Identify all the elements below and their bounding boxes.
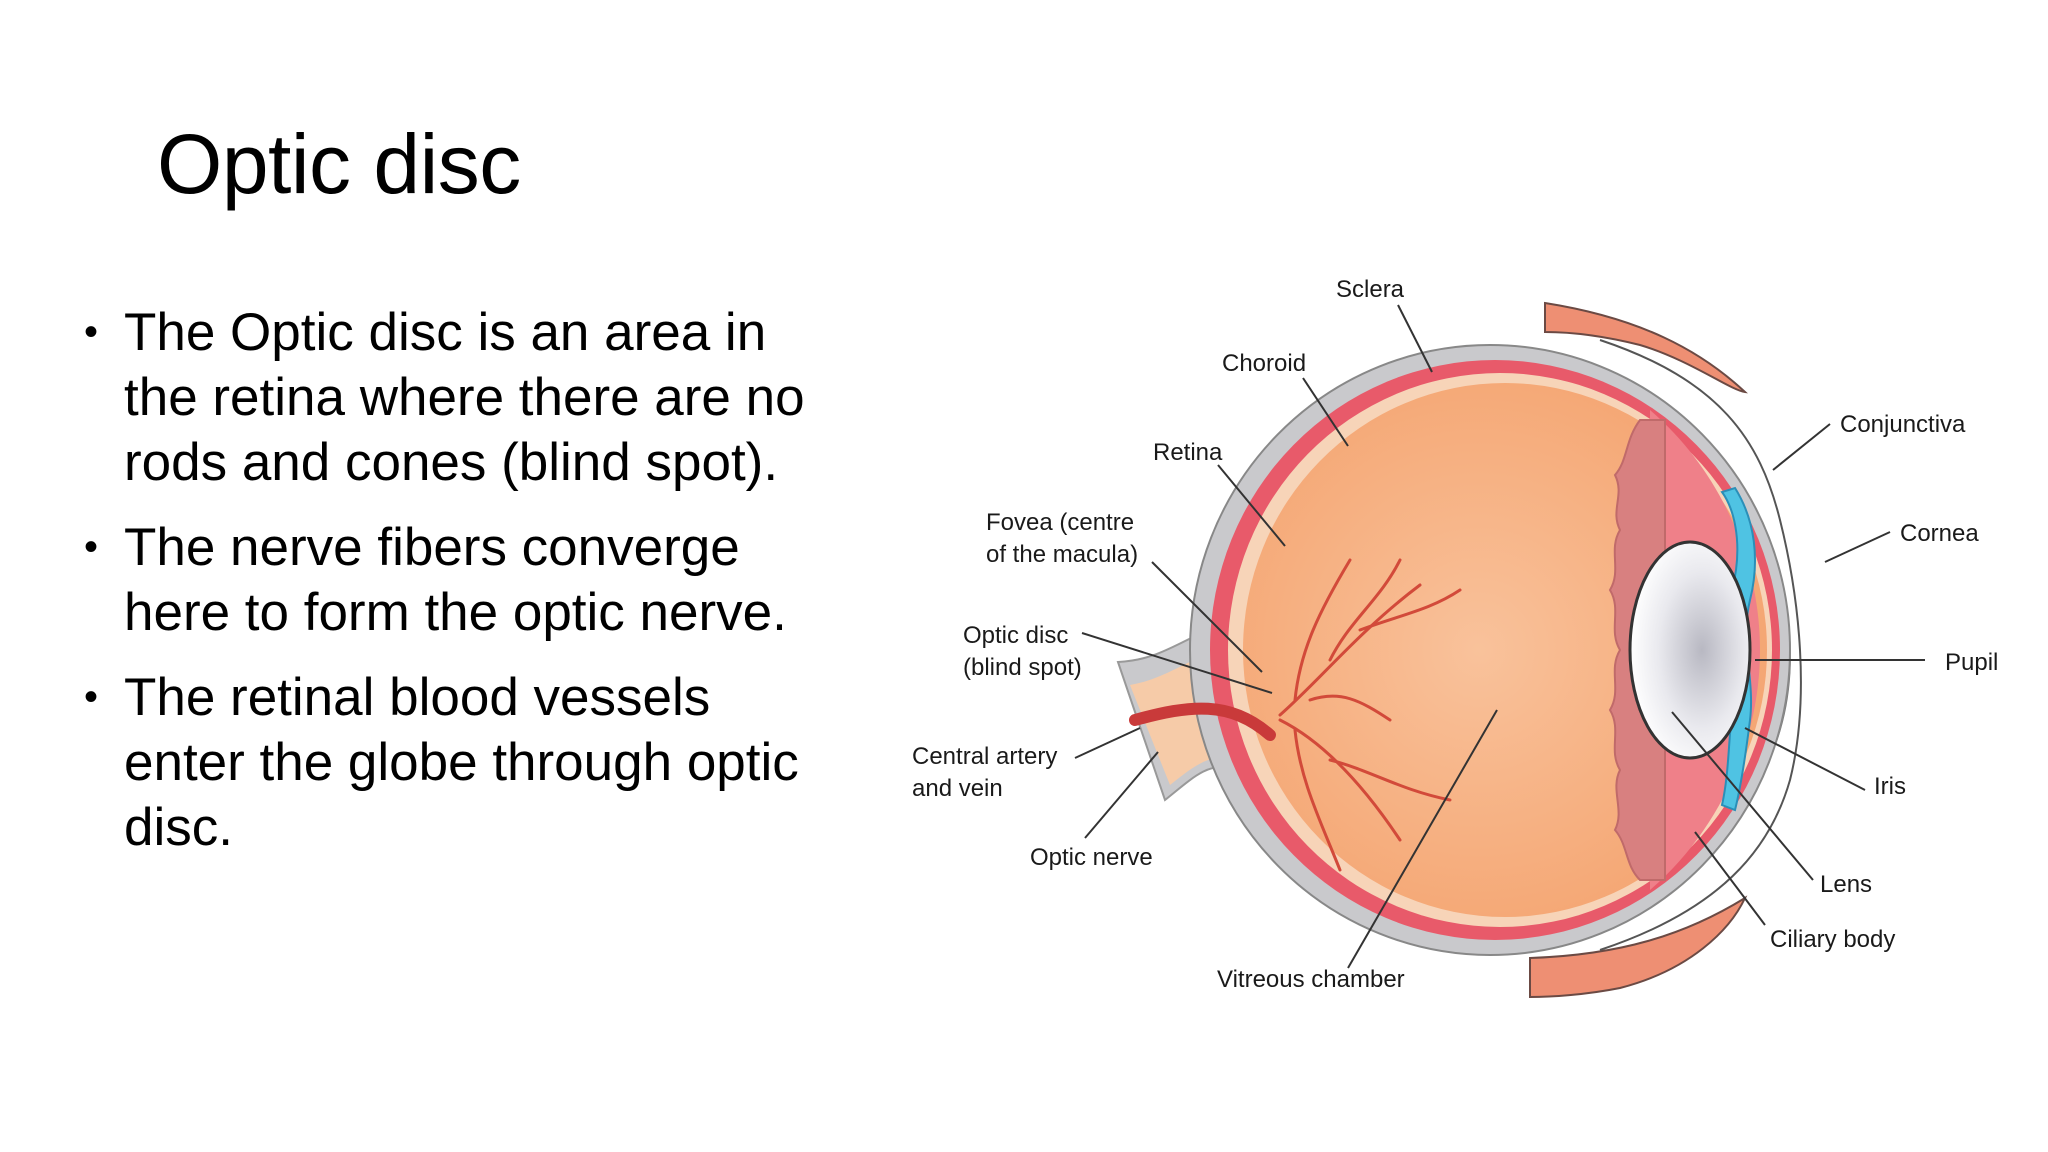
label-optic-disc-2: (blind spot): [963, 654, 1082, 681]
bullet-text: The Optic disc is an area in the retina …: [124, 303, 805, 492]
page-title: Optic disc: [157, 117, 521, 211]
upper-eyelid: [1544, 301, 1748, 394]
label-vitreous: Vitreous chamber: [1217, 966, 1405, 993]
label-central-artery-1: Central artery: [912, 743, 1057, 770]
bullet-icon: •: [84, 310, 99, 354]
label-retina: Retina: [1153, 439, 1223, 466]
bullet-list: • The Optic disc is an area in the retin…: [80, 300, 820, 880]
label-optic-nerve: Optic nerve: [1030, 844, 1153, 871]
conjunctiva: [1599, 339, 1802, 951]
label-ciliary: Ciliary body: [1770, 926, 1895, 953]
label-central-artery-2: and vein: [912, 775, 1003, 802]
lower-eyelid: [1529, 895, 1748, 999]
bullet-item: • The Optic disc is an area in the retin…: [80, 300, 820, 495]
lens: [1628, 540, 1752, 760]
label-fovea-1: Fovea (centre: [986, 509, 1134, 536]
label-conjunctiva: Conjunctiva: [1840, 411, 1966, 438]
label-cornea: Cornea: [1900, 520, 1979, 547]
bullet-text: The nerve fibers converge here to form t…: [124, 518, 787, 642]
bullet-icon: •: [84, 675, 99, 719]
label-iris: Iris: [1874, 773, 1906, 800]
label-optic-disc-1: Optic disc: [963, 622, 1068, 649]
label-sclera: Sclera: [1336, 276, 1405, 303]
bullet-item: • The retinal blood vessels enter the gl…: [80, 665, 820, 860]
bullet-icon: •: [84, 525, 99, 569]
label-lens: Lens: [1820, 871, 1872, 898]
label-pupil: Pupil: [1945, 649, 1998, 676]
leader-lines: [1074, 304, 1925, 969]
central-artery: [1129, 702, 1276, 741]
retinal-vessels: [1278, 558, 1462, 872]
label-choroid: Choroid: [1222, 350, 1306, 377]
label-fovea-2: of the macula): [986, 541, 1138, 568]
bullet-text: The retinal blood vessels enter the glob…: [124, 668, 799, 857]
bullet-item: • The nerve fibers converge here to form…: [80, 515, 820, 645]
